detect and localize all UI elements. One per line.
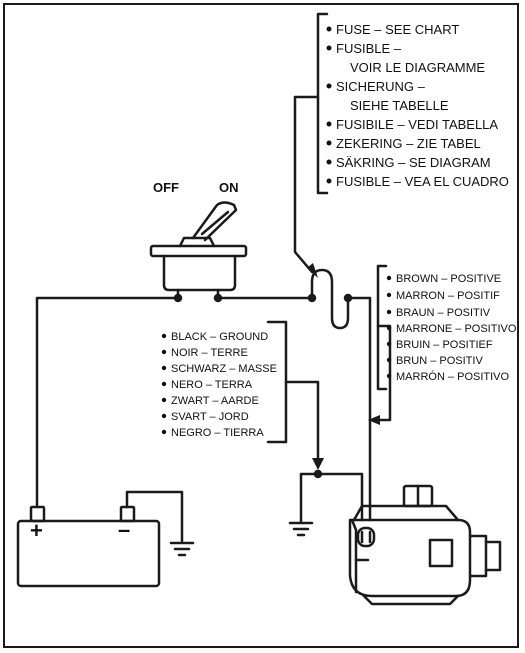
fuse-label-item: SIEHE TABELLE: [350, 98, 449, 113]
fuse-label-item: FUSIBILE – VEDI TABELLA: [336, 117, 498, 132]
positive-label-item: MARRÓN – POSITIVO: [396, 370, 510, 383]
fuse-label-item: VOIR LE DIAGRAMME: [350, 60, 485, 75]
fuse-label-item: SÄKRING – SE DIAGRAM: [336, 155, 491, 170]
positive-label-item: MARRON – POSITIF: [396, 290, 500, 302]
positive-callout: [368, 264, 392, 425]
positive-label-item: BRAUN – POSITIV: [396, 307, 491, 319]
battery-minus-label: –: [118, 517, 130, 542]
pump-ground-wire: [299, 469, 364, 523]
toggle-switch[interactable]: [149, 201, 248, 300]
positive-label-item: BRUN – POSITIV: [396, 355, 483, 367]
fuse-label-item: FUSE – SEE CHART: [336, 22, 459, 37]
switch-on-label: ON: [219, 180, 239, 195]
fuse-label-item: FUSIBLE – VEA EL CUADRO: [336, 174, 509, 189]
ground-label-item: SVART – JORD: [171, 411, 249, 423]
ground-label-item: BLACK – GROUND: [171, 331, 268, 343]
ground-label-item: NEGRO – TIERRA: [171, 427, 264, 439]
fuse-label-item: ZEKERING – ZIE TABEL: [336, 136, 481, 151]
positive-label-item: BROWN – POSITIVE: [396, 273, 501, 285]
battery: [16, 505, 161, 588]
ground-label-item: NOIR – TERRE: [171, 347, 248, 359]
fuse-label-item: FUSIBLE –: [336, 41, 402, 56]
diagram-frame: [3, 3, 519, 648]
battery-plus-label: +: [30, 518, 43, 543]
ground-label-item: SCHWARZ – MASSE: [171, 363, 277, 375]
positive-label-item: BRUIN – POSITIEF: [396, 339, 493, 351]
ground-symbol-battery: [125, 490, 195, 557]
ground-label-item: NERO – TERRA: [171, 379, 253, 391]
positive-label-list: BROWN – POSITIVE MARRON – POSITIF BRAUN …: [386, 273, 517, 383]
ground-label-list: BLACK – GROUND NOIR – TERRE SCHWARZ – MA…: [161, 331, 277, 439]
battery-positive-wire: [35, 293, 183, 509]
ground-label-item: ZWART – AARDE: [171, 395, 259, 407]
fuse-wire: [213, 268, 372, 522]
positive-label-item: MARRONE – POSITIVO: [396, 323, 517, 335]
pump: [348, 484, 502, 606]
fuse-callout: [293, 12, 329, 278]
ground-symbol-pump: [288, 521, 314, 537]
ground-callout: [266, 320, 324, 470]
fuse-label-item: SICHERUNG –: [336, 79, 426, 94]
fuse-label-list: FUSE – SEE CHART FUSIBLE – VOIR LE DIAGR…: [326, 22, 509, 189]
switch-off-label: OFF: [153, 180, 179, 195]
